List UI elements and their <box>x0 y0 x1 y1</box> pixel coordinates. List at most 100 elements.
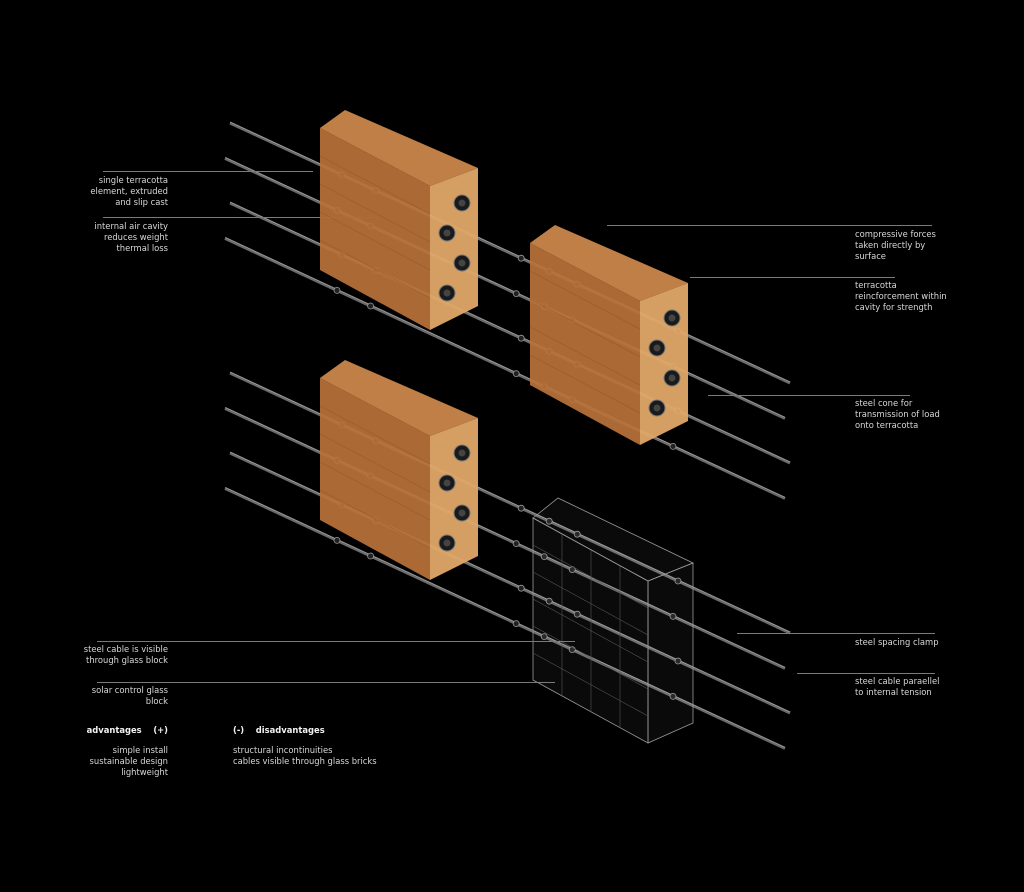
label-line: block <box>145 695 168 706</box>
cable-group-bottom <box>224 371 791 750</box>
cavity-line <box>319 211 431 271</box>
label-cable-parallel: steel cable paraellel to internal tensio… <box>855 676 939 698</box>
steel-cable <box>224 157 786 420</box>
leader-line <box>103 217 380 218</box>
steel-cable <box>224 487 786 750</box>
label-spacing-clamp: steel spacing clamp <box>855 637 939 648</box>
spacing-clamp-icon <box>669 613 677 620</box>
steel-cable <box>229 451 791 715</box>
cavity-line <box>529 326 641 386</box>
terracotta-block-1 <box>319 110 478 330</box>
spacing-clamp-icon <box>333 286 341 294</box>
steel-cone-core <box>653 344 661 352</box>
steel-cable <box>229 371 791 635</box>
glass-inner-line <box>532 571 649 636</box>
steel-cone-core <box>668 314 676 322</box>
spacing-clamp-icon <box>540 553 548 560</box>
terracotta-block-3 <box>319 360 478 580</box>
disadvantages-heading: (-) disadvantages <box>233 725 325 735</box>
label-line: surface <box>855 250 886 261</box>
block-top-face <box>530 225 688 301</box>
spacing-clamp-icon <box>517 334 525 342</box>
label-line: steel cable is visible <box>83 644 168 654</box>
spacing-clamp-icon <box>669 442 677 450</box>
block-front-face <box>320 128 430 330</box>
spacing-clamp-icon <box>367 552 375 560</box>
spacing-clamp-icon <box>545 597 553 605</box>
steel-cone-core <box>458 449 466 457</box>
label-line: element, extruded <box>90 185 168 196</box>
advantage-item: sustainable design <box>89 755 168 766</box>
leader-line <box>607 225 932 226</box>
leader-line <box>708 395 910 396</box>
label-line: thermal loss <box>116 242 169 253</box>
glass-side-face <box>647 562 694 744</box>
label-line: single terracotta <box>98 175 168 185</box>
label-line: steel cable paraellel <box>855 676 940 686</box>
block-top-face <box>320 110 478 186</box>
label-line: steel cone for <box>855 398 913 408</box>
spacing-clamp-icon <box>540 633 548 640</box>
spacing-clamp-icon <box>573 610 581 618</box>
label-line: solar control glass <box>91 685 168 695</box>
label-cable-visible: steel cable is visible through glass blo… <box>84 644 168 666</box>
spacing-clamp-icon <box>512 540 520 547</box>
cavity-line <box>319 239 431 299</box>
spacing-clamp-icon <box>573 530 581 538</box>
spacing-clamp-icon <box>517 584 525 592</box>
steel-cone-core <box>458 509 466 517</box>
steel-cable-highlight <box>229 451 791 713</box>
steel-cable-highlight <box>224 487 786 748</box>
cavity-line <box>529 270 641 330</box>
leader-line <box>737 633 935 634</box>
block-front-face <box>320 378 430 580</box>
steel-cone-core <box>443 479 451 487</box>
label-line: through glass block <box>86 654 168 665</box>
spacing-clamp-icon <box>674 577 682 585</box>
steel-cable-highlight <box>229 371 791 633</box>
label-steel-cone: steel cone for transmission of load onto… <box>855 398 940 430</box>
terracotta-block-2 <box>529 225 688 445</box>
block-side-face <box>430 418 478 580</box>
steel-cable-highlight <box>229 121 791 383</box>
cavity-line <box>319 183 431 243</box>
glass-inner-line <box>532 652 649 717</box>
steel-cone-core <box>668 374 676 382</box>
spacing-clamp-icon <box>512 620 520 627</box>
leader-line <box>797 673 935 674</box>
steel-cone-core <box>458 199 466 207</box>
disadvantages-list: structural incontinuities cables visible… <box>233 745 377 767</box>
glass-block <box>532 497 694 744</box>
label-solar-glass: solar control glass block <box>92 685 168 707</box>
label-single-terracotta: single terracotta element, extruded and … <box>90 175 168 207</box>
cable-group-top <box>224 121 791 500</box>
spacing-clamp-icon <box>512 370 520 378</box>
steel-cable-highlight <box>224 407 786 668</box>
label-line: and slip cast <box>115 196 168 207</box>
steel-cone-core <box>443 289 451 297</box>
steel-cable-highlight <box>224 157 786 418</box>
label-line: reincforcement within <box>855 290 947 301</box>
label-line: transmission of load <box>855 408 940 419</box>
spacing-clamp-icon <box>512 290 520 298</box>
block-top-face <box>320 360 478 436</box>
label-compressive-forces: compressive forces taken directly by sur… <box>855 229 936 261</box>
steel-cone-core <box>458 259 466 267</box>
label-line: taken directly by <box>855 239 926 250</box>
steel-cable <box>224 407 786 670</box>
label-line: to internal tension <box>855 686 932 697</box>
label-line: terracotta <box>855 280 897 290</box>
glass-inner-line <box>532 544 649 609</box>
disadvantage-item: cables visible through glass bricks <box>233 755 377 766</box>
spacing-clamp-icon <box>545 517 553 525</box>
cavity-line <box>319 405 431 465</box>
spacing-clamp-icon <box>669 693 677 700</box>
steel-cable <box>224 237 786 500</box>
block-side-face <box>640 283 688 445</box>
advantage-item: lightweight <box>121 766 168 777</box>
block-front-face <box>530 243 640 445</box>
cavity-line <box>319 461 431 521</box>
cavity-line <box>319 155 431 215</box>
